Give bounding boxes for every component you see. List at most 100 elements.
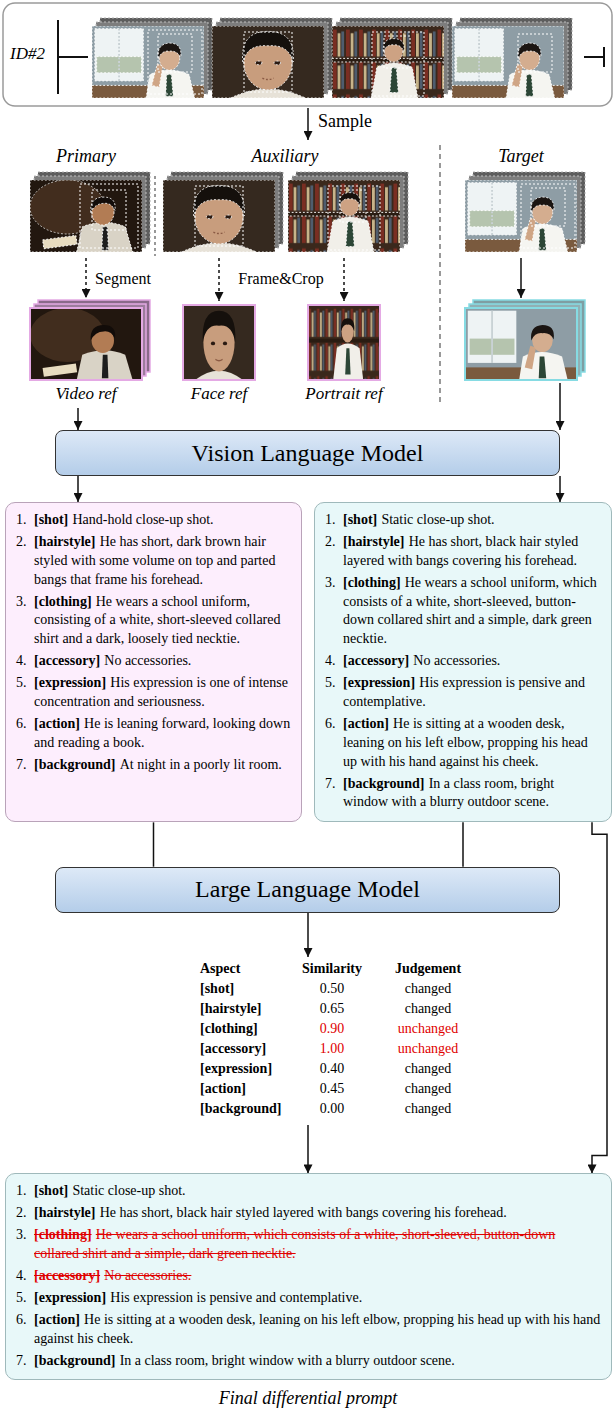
aspect-tag: [accessory] (34, 1268, 100, 1283)
aspect-tag: [shot] (34, 512, 68, 527)
table-cell: [shot] (200, 981, 234, 998)
separator (154, 176, 155, 256)
prompt-item: 2.[hairstyle]He has short, black hair st… (16, 1204, 601, 1223)
item-body: [shot]Static close-up shot. (34, 1182, 601, 1201)
prompt-item: 6.[action]He is leaning forward, looking… (16, 715, 291, 753)
flow-connector (77, 476, 79, 502)
item-body: [accessory]No accessories. (34, 652, 291, 671)
item-body: [hairstyle]He has short, black hair styl… (343, 533, 601, 571)
table-cell: changed (405, 1001, 452, 1018)
item-number: 6. (16, 1311, 34, 1349)
stage-label: Face ref (191, 384, 247, 404)
table-cell: Similarity (302, 961, 362, 978)
model-name: Large Language Model (195, 875, 420, 904)
prompt-item: 1.[shot]Hand-hold close-up shot. (16, 511, 291, 530)
aspect-text: At night in a poorly lit room. (120, 757, 282, 772)
strip-frame (3, 3, 612, 106)
aspect-tag: [background] (34, 1353, 115, 1368)
item-body: [shot]Static close-up shot. (343, 511, 601, 530)
item-number: 1. (16, 511, 34, 530)
table-cell: changed (405, 1061, 452, 1078)
stage-label: Portrait ref (305, 384, 382, 404)
item-number: 6. (325, 715, 343, 772)
table-cell: [expression] (200, 1061, 272, 1078)
item-number: 7. (16, 1352, 34, 1371)
stage-label: Frame&Crop (238, 269, 323, 288)
aspect-text: Static close-up shot. (381, 512, 494, 527)
aspect-tag: [hairstyle] (34, 1205, 95, 1220)
item-number: 4. (16, 1267, 34, 1286)
prompt-item: 5.[expression]His expression is pensive … (16, 1289, 601, 1308)
item-body: [clothing]He wears a school uniform, con… (34, 593, 291, 650)
item-number: 5. (325, 674, 343, 712)
prompt-item: 1.[shot]Static close-up shot. (16, 1182, 601, 1201)
item-body: [hairstyle]He has short, black hair styl… (34, 1204, 601, 1223)
item-number: 3. (16, 593, 34, 650)
aspect-text: In a class room, bright window with a bl… (120, 1353, 455, 1368)
item-body: [accessory]No accessories. (34, 1267, 601, 1286)
prompt-item: 7.[background]In a class room, bright wi… (325, 775, 601, 813)
aspect-tag: [clothing] (34, 594, 92, 609)
table-cell: [clothing] (200, 1021, 258, 1038)
table-cell: 0.00 (320, 1101, 345, 1118)
sampled-clips (30, 172, 585, 252)
item-body: [action]He is sitting at a wooden desk, … (343, 715, 601, 772)
model-box: Large Language Model (55, 867, 560, 913)
stage-label: Auxiliary (252, 146, 319, 168)
video-frames (92, 18, 572, 98)
sample-arrow (307, 108, 309, 140)
aspect-tag: [hairstyle] (343, 534, 404, 549)
prompt-item: 1.[shot]Static close-up shot. (325, 511, 601, 530)
aspect-tag: [expression] (34, 1290, 106, 1305)
item-number: 1. (325, 511, 343, 530)
table-cell: unchanged (398, 1041, 459, 1058)
stage-label: Segment (95, 269, 151, 288)
aspect-tag: [accessory] (343, 653, 409, 668)
table-cell: 0.90 (320, 1021, 345, 1038)
item-body: [action]He is sitting at a wooden desk, … (34, 1311, 601, 1349)
item-body: [expression]His expression is one of int… (34, 674, 291, 712)
item-body: [accessory]No accessories. (343, 652, 601, 671)
item-number: 4. (16, 652, 34, 671)
prompt-item: 2.[hairstyle]He has short, dark brown ha… (16, 533, 291, 590)
flow-connector (592, 822, 607, 1173)
prompt-box: 1.[shot]Static close-up shot. 2.[hairstyl… (5, 1173, 612, 1380)
aspect-tag: [clothing] (343, 575, 401, 590)
flow-connector (559, 476, 561, 502)
aspect-tag: [clothing] (34, 1227, 92, 1242)
table-cell: 1.00 (320, 1041, 345, 1058)
table-cell: Judgement (395, 961, 461, 978)
item-body: [expression]His expression is pensive an… (343, 674, 601, 712)
reference-images (30, 300, 585, 380)
stage-label: Target (498, 146, 544, 168)
aspect-tag: [expression] (34, 675, 106, 690)
item-body: [background]At night in a poorly lit roo… (34, 756, 291, 775)
flow-connector (462, 822, 464, 866)
table-cell: changed (405, 1101, 452, 1118)
item-number: 7. (325, 775, 343, 813)
aspect-tag: [action] (34, 1312, 80, 1327)
table-cell: 0.65 (320, 1001, 345, 1018)
stage-label: Sample (318, 111, 372, 133)
item-number: 5. (16, 674, 34, 712)
table-cell: 0.50 (320, 981, 345, 998)
table-cell: changed (405, 1081, 452, 1098)
aspect-tag: [hairstyle] (34, 534, 95, 549)
item-number: 1. (16, 1182, 34, 1201)
item-number: 2. (16, 533, 34, 590)
item-body: [shot]Hand-hold close-up shot. (34, 511, 291, 530)
item-number: 2. (325, 533, 343, 571)
table-cell: Aspect (200, 961, 240, 978)
aspect-text: Static close-up shot. (72, 1183, 185, 1198)
item-number: 5. (16, 1289, 34, 1308)
item-number: 4. (325, 652, 343, 671)
prompt-item: 2.[hairstyle]He has short, black hair st… (325, 533, 601, 571)
prompt-item: 7.[background] In a class room, bright wi… (16, 1352, 601, 1371)
table-cell: [hairstyle] (200, 1001, 261, 1018)
stage-label: Primary (56, 146, 116, 168)
prompt-item: 6.[action]He is sitting at a wooden desk… (16, 1311, 601, 1349)
prompt-item: 3.[clothing]He wears a school uniform, w… (16, 1226, 601, 1264)
flow-arrow (307, 1125, 309, 1173)
model-name: Vision Language Model (192, 439, 424, 468)
aspect-text: No accessories. (104, 653, 191, 668)
